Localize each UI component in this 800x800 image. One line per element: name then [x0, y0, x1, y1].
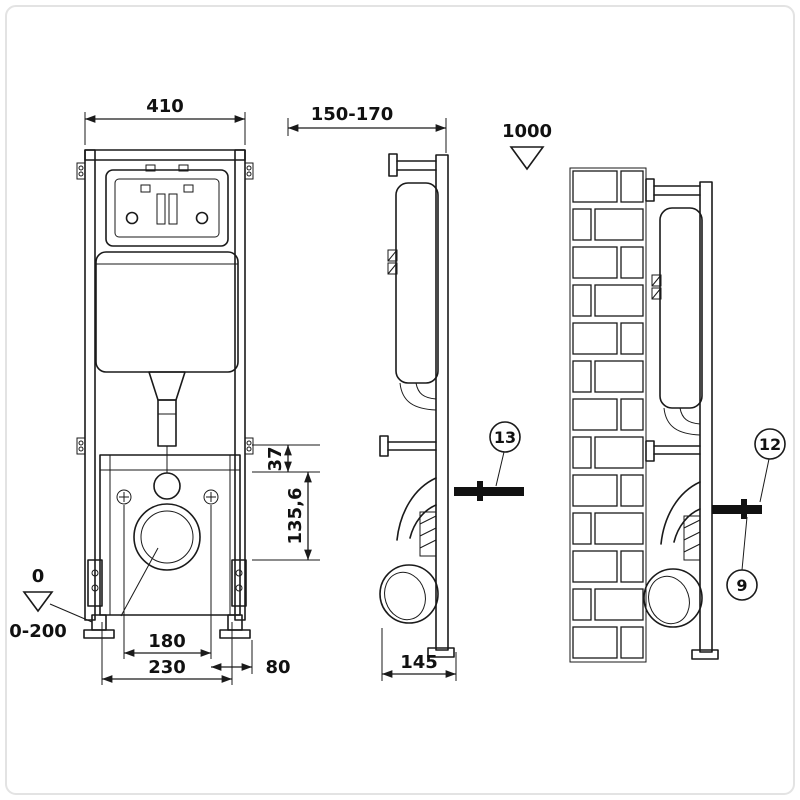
callout-12-label: 12 [759, 435, 781, 454]
wall-frame-rail [699, 181, 713, 653]
datum-triangle-icon [509, 146, 545, 171]
dim-150-170-label: 150-170 [311, 104, 394, 125]
dim-180: 180 [123, 505, 212, 659]
callout-13: 13 [489, 421, 521, 487]
wall-bracket-left [87, 559, 103, 607]
front-view: 410 37 135,6 0 0-200 180 [9, 96, 320, 685]
dim-135-6: 135,6 [252, 472, 320, 561]
height-datum-1000: 1000 [502, 121, 552, 171]
side-wall-anchor [454, 481, 524, 501]
datum-range-label: 0-200 [9, 621, 67, 642]
dim-80: 80 [211, 640, 291, 678]
dim-37: 37 [252, 444, 320, 473]
side-frame-rail [435, 154, 449, 651]
dim-145-label: 145 [400, 652, 438, 673]
dim-230-label: 230 [148, 657, 186, 678]
waste-outlet [133, 503, 201, 571]
outlet-section [99, 446, 241, 617]
frame-feet [83, 614, 251, 639]
page-border [5, 5, 795, 795]
callout-12: 12 [754, 428, 786, 503]
wall-cistern [651, 207, 703, 436]
flush-elbow-port [153, 472, 181, 500]
fixing-bolt-right [203, 489, 219, 505]
flush-pipe [148, 371, 186, 447]
wall-mid-bracket [645, 440, 701, 462]
floor-datum: 0 0-200 [9, 566, 93, 642]
wall-bracket-right [231, 559, 247, 607]
flush-plate-screw-right [195, 211, 209, 225]
side-view: 150-170 1000 13 145 [287, 104, 552, 681]
dim-145: 145 [381, 628, 457, 681]
datum-zero-label: 0 [32, 566, 45, 587]
brick-wall [569, 167, 647, 663]
dim-depth-150-170: 150-170 [287, 104, 447, 153]
datum-triangle-icon [22, 591, 54, 613]
callout-9: 9 [726, 516, 758, 601]
flush-plate-box [105, 164, 229, 247]
dim-1000-label: 1000 [502, 121, 552, 142]
wall-view: 12 9 [569, 167, 786, 663]
wall-top-bracket [645, 178, 701, 202]
dim-135-6-label: 135,6 [285, 488, 306, 545]
side-mid-bracket [379, 435, 437, 457]
side-top-bracket [388, 153, 437, 177]
callout-9-label: 9 [736, 576, 747, 595]
wall-drain-elbow [643, 481, 703, 628]
fixing-bolt-left [116, 489, 132, 505]
side-cistern [387, 182, 439, 411]
dim-80-label: 80 [265, 657, 290, 678]
side-foot [427, 647, 455, 658]
wall-anchor-bolt [712, 499, 762, 519]
mounting-frame [76, 149, 254, 621]
dim-width-410: 410 [84, 96, 246, 145]
wall-foot [691, 649, 719, 660]
dim-180-label: 180 [148, 631, 186, 652]
flush-plate-screw-left [125, 211, 139, 225]
cistern [95, 251, 239, 373]
dim-410-label: 410 [146, 96, 184, 117]
dim-37-label: 37 [265, 446, 286, 471]
side-drain-elbow [379, 477, 439, 624]
dim-230: 230 [101, 622, 233, 685]
callout-13-label: 13 [494, 428, 516, 447]
